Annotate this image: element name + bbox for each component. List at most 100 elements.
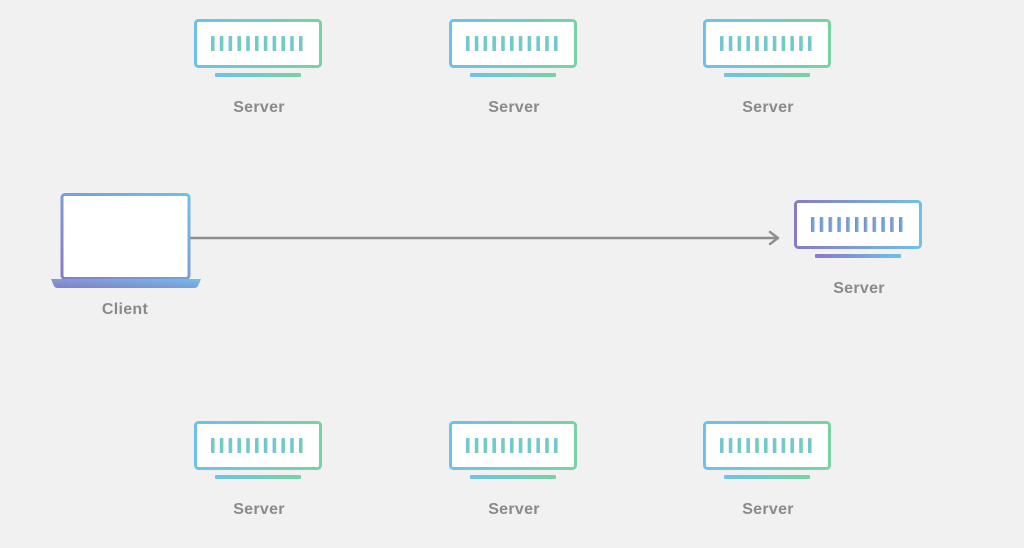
server-target: Server bbox=[794, 200, 924, 310]
server-port bbox=[237, 438, 241, 453]
server-base bbox=[724, 475, 810, 479]
server-port bbox=[808, 438, 812, 453]
server-port bbox=[781, 438, 786, 453]
server-port bbox=[728, 36, 733, 51]
server-top-2: Server bbox=[449, 19, 579, 129]
server-port bbox=[237, 36, 241, 51]
server-port bbox=[855, 217, 859, 232]
server-port bbox=[281, 438, 285, 453]
server-port bbox=[819, 217, 824, 232]
server-port bbox=[790, 36, 794, 51]
server-port bbox=[781, 36, 786, 51]
server-port bbox=[799, 438, 803, 453]
server-top-3: Server bbox=[703, 19, 833, 129]
server-port bbox=[290, 438, 294, 453]
server-port bbox=[474, 438, 479, 453]
server-port bbox=[263, 438, 268, 453]
server-base bbox=[470, 475, 556, 479]
server-port bbox=[510, 438, 514, 453]
server-port bbox=[545, 36, 549, 51]
server-port bbox=[837, 217, 841, 232]
server-label: Server bbox=[233, 99, 285, 116]
server-port bbox=[808, 36, 812, 51]
client-node: Client bbox=[50, 193, 201, 333]
server-port bbox=[299, 36, 303, 51]
server-port bbox=[501, 438, 505, 453]
server-top-1: Server bbox=[194, 19, 324, 129]
server-base bbox=[215, 73, 301, 77]
server-port bbox=[510, 36, 514, 51]
server-port bbox=[228, 438, 233, 453]
server-port bbox=[554, 36, 558, 51]
server-port bbox=[219, 438, 224, 453]
server-port bbox=[799, 36, 803, 51]
server-port bbox=[554, 438, 558, 453]
server-port bbox=[483, 438, 488, 453]
server-icon bbox=[794, 200, 922, 258]
server-port bbox=[846, 217, 850, 232]
server-port bbox=[755, 438, 759, 453]
server-port bbox=[518, 438, 523, 453]
server-base bbox=[215, 475, 301, 479]
server-port bbox=[272, 36, 277, 51]
server-port bbox=[872, 217, 877, 232]
server-port bbox=[466, 36, 470, 51]
server-port bbox=[863, 217, 868, 232]
server-port bbox=[246, 438, 250, 453]
server-port bbox=[746, 36, 750, 51]
server-port bbox=[474, 36, 479, 51]
server-base bbox=[470, 73, 556, 77]
server-port bbox=[545, 438, 549, 453]
server-port bbox=[772, 36, 777, 51]
server-port bbox=[527, 438, 532, 453]
server-port bbox=[272, 438, 277, 453]
server-bottom-2: Server bbox=[449, 421, 579, 531]
server-base bbox=[724, 73, 810, 77]
server-port bbox=[518, 36, 523, 51]
server-port bbox=[811, 217, 815, 232]
server-port bbox=[263, 36, 268, 51]
server-port bbox=[527, 36, 532, 51]
server-port bbox=[737, 438, 742, 453]
server-label: Server bbox=[742, 99, 794, 116]
server-port bbox=[228, 36, 233, 51]
arrow-head bbox=[768, 230, 780, 246]
server-port bbox=[211, 438, 215, 453]
server-base bbox=[815, 254, 901, 258]
server-port bbox=[728, 438, 733, 453]
server-port bbox=[536, 36, 540, 51]
server-bottom-3: Server bbox=[703, 421, 833, 531]
server-port bbox=[764, 36, 768, 51]
server-port bbox=[536, 438, 540, 453]
server-port bbox=[281, 36, 285, 51]
server-port bbox=[755, 36, 759, 51]
server-port bbox=[492, 36, 496, 51]
server-icon bbox=[449, 421, 577, 479]
server-port bbox=[772, 438, 777, 453]
server-port bbox=[246, 36, 250, 51]
server-port bbox=[828, 217, 833, 232]
server-port bbox=[255, 36, 259, 51]
server-port bbox=[899, 217, 903, 232]
server-port bbox=[492, 438, 496, 453]
server-label: Server bbox=[742, 501, 794, 518]
server-icon bbox=[703, 421, 831, 479]
server-bottom-1: Server bbox=[194, 421, 324, 531]
server-port bbox=[737, 36, 742, 51]
server-port bbox=[299, 438, 303, 453]
client-label: Client bbox=[101, 301, 149, 318]
server-port bbox=[720, 438, 724, 453]
server-port bbox=[881, 217, 885, 232]
server-icon bbox=[703, 19, 831, 77]
server-label: Server bbox=[488, 501, 540, 518]
server-label: Server bbox=[833, 280, 885, 297]
server-icon bbox=[449, 19, 577, 77]
server-port bbox=[764, 438, 768, 453]
server-port bbox=[255, 438, 259, 453]
server-label: Server bbox=[233, 501, 285, 518]
server-port bbox=[890, 217, 894, 232]
server-port bbox=[483, 36, 488, 51]
server-port bbox=[501, 36, 505, 51]
